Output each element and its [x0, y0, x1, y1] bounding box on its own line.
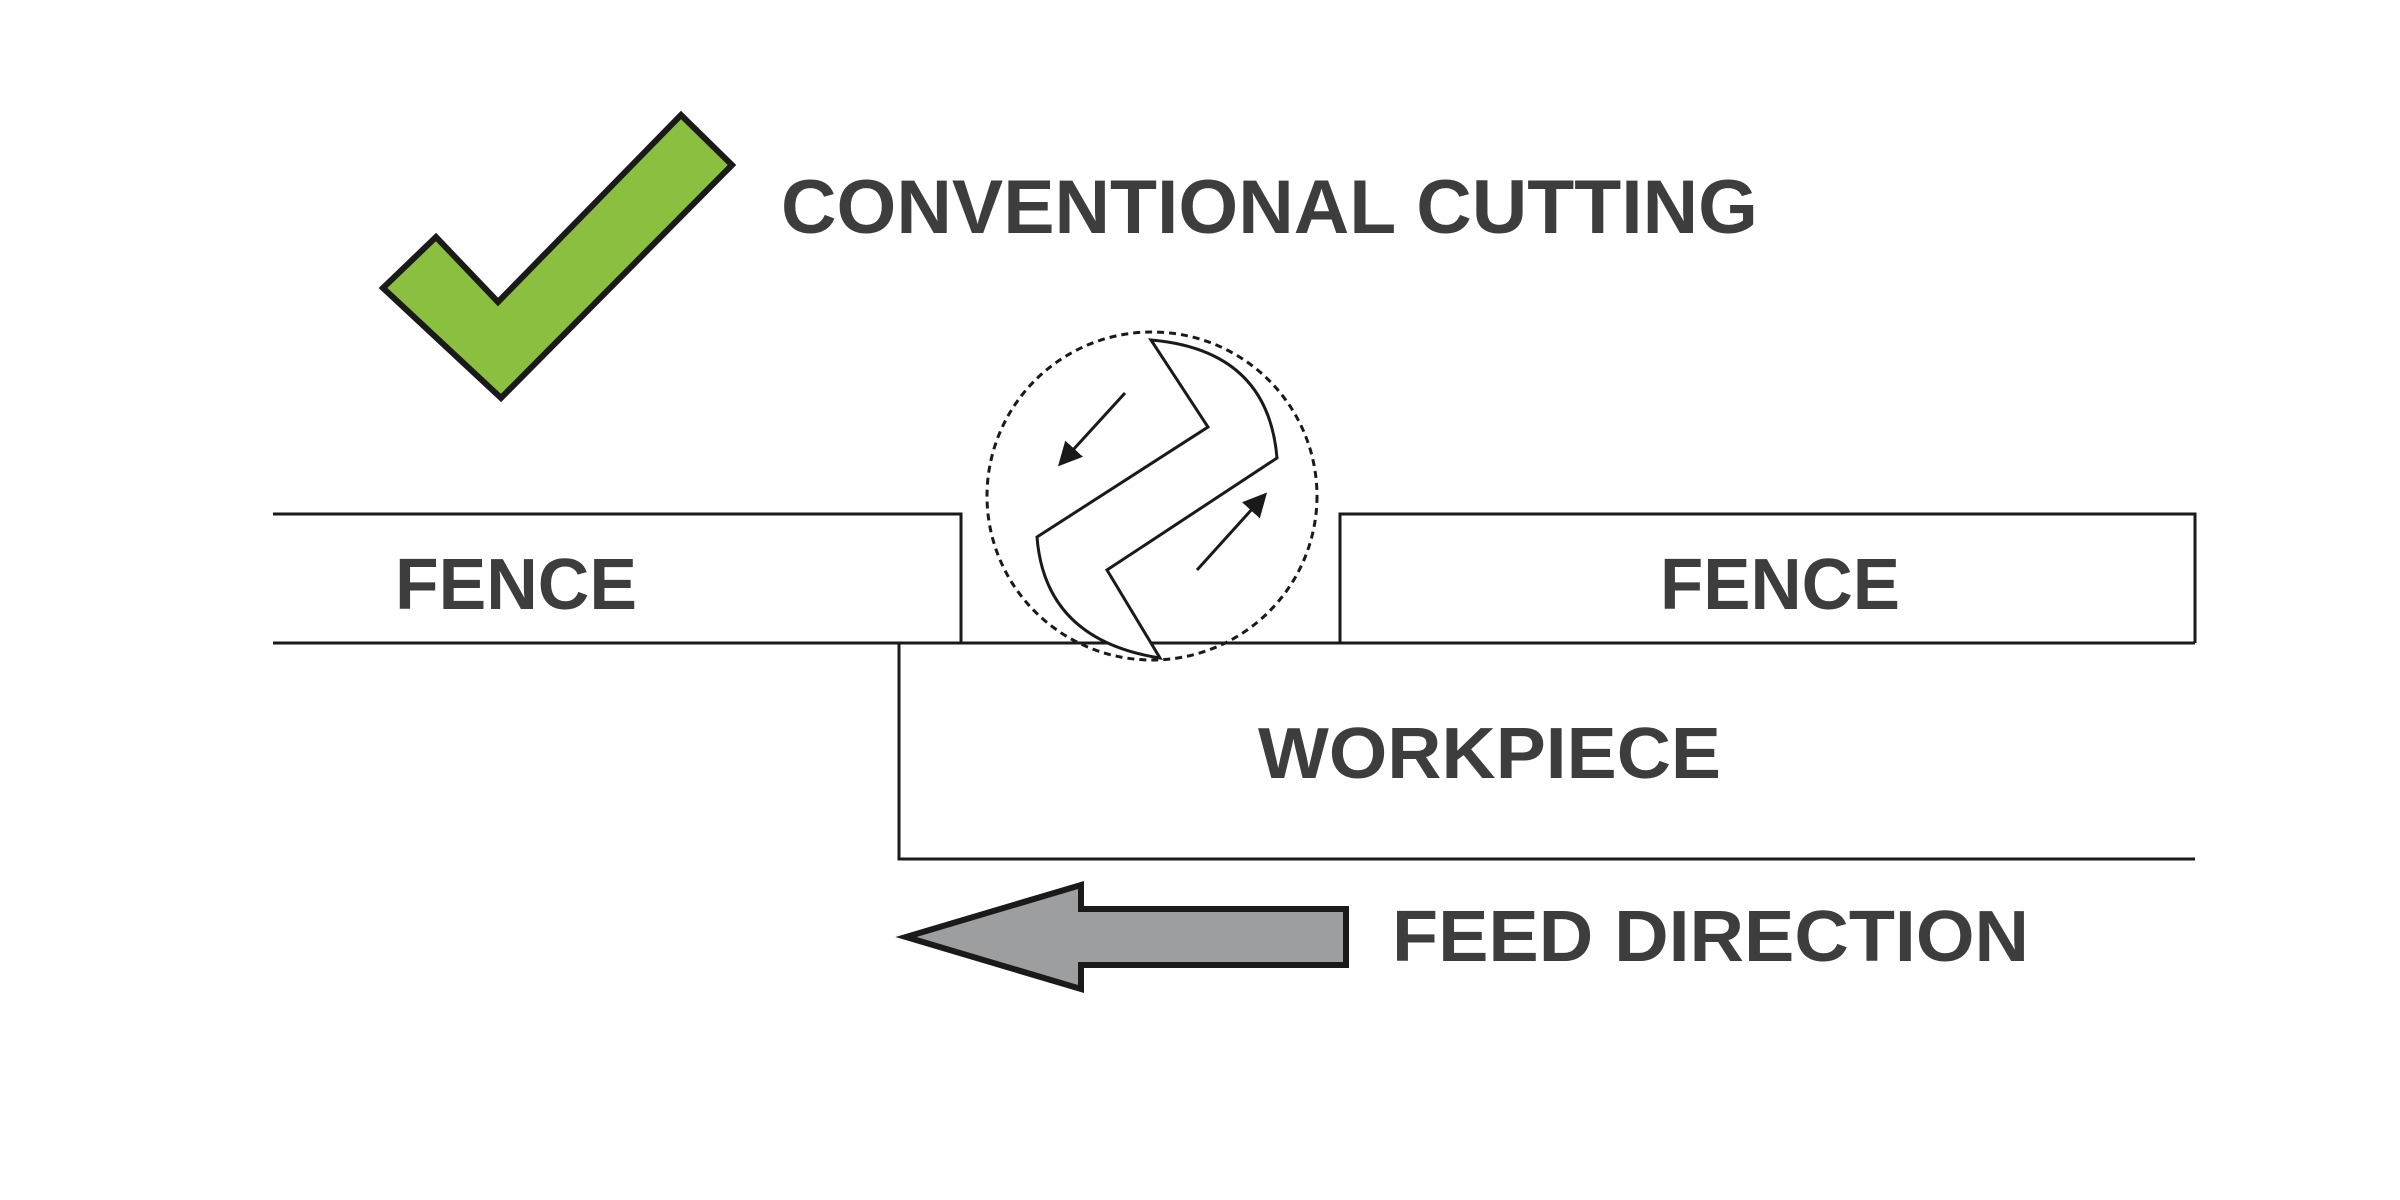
workpiece-label: WORKPIECE — [1258, 714, 1721, 794]
feed-direction-label: FEED DIRECTION — [1392, 897, 2029, 977]
workpiece: WORKPIECE — [897, 643, 2195, 861]
cutter — [985, 330, 1319, 662]
fence-left: FENCE — [273, 512, 963, 643]
fence-right: FENCE — [1338, 512, 2197, 643]
left-arrow-icon — [895, 880, 1349, 994]
cutter-blade — [1035, 338, 1279, 660]
cutter-path-circle — [985, 330, 1319, 662]
diagram-title: CONVENTIONAL CUTTING — [781, 165, 1758, 250]
fence-right-label: FENCE — [1660, 545, 1900, 625]
checkmark-icon — [378, 110, 737, 403]
fence-left-label: FENCE — [395, 545, 637, 625]
rotation-arrow-icon — [1195, 492, 1268, 572]
rotation-arrow-icon — [1057, 391, 1127, 467]
